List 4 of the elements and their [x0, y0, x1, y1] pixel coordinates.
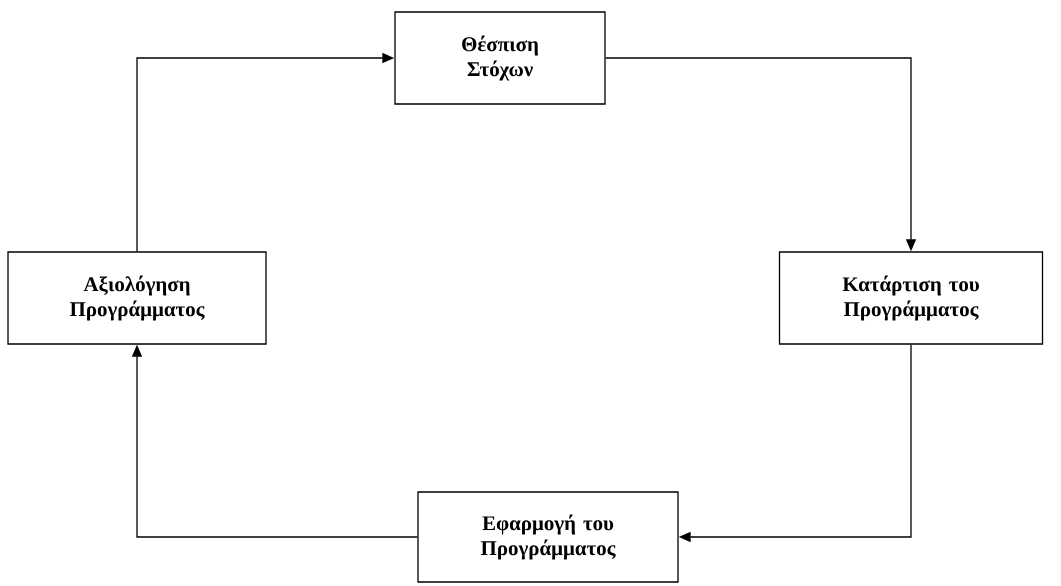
process-box: Θέσπιση Στόχων [394, 11, 606, 105]
process-box: Κατάρτιση του Προγράμματος [778, 251, 1044, 345]
process-box: Αξιολόγηση Προγράμματος [7, 251, 267, 345]
process-box: Εφαρμογή του Προγράμματος [417, 491, 679, 583]
